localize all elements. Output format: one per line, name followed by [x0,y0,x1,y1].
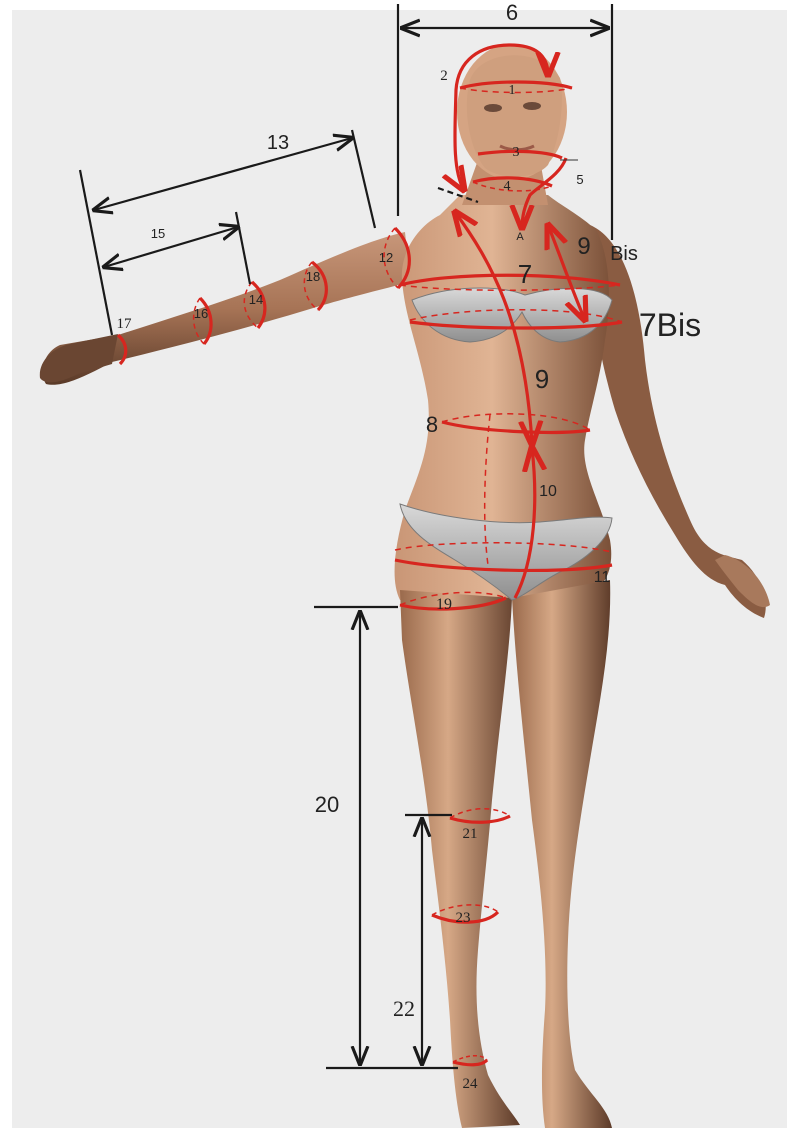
label-arm-length: 13 [267,132,289,154]
label-wrist: 17 [117,316,133,332]
label-bust-point-bis: Bis [610,243,638,265]
label-waist: 8 [426,412,438,437]
label-knee: 21 [463,826,478,842]
label-chin-point: 5 [576,172,583,187]
label-ankle: 24 [463,1076,479,1092]
label-rise: 10 [539,483,557,500]
label-head-circ: 1 [509,83,516,98]
label-lower-arm: 15 [151,226,165,241]
label-front-length: 9 [535,364,549,394]
label-chest: 7 [518,259,532,289]
label-elbow: 14 [249,292,263,307]
right-eye [523,102,541,110]
label-bust-point-length: 9 [577,233,590,260]
label-calf: 23 [456,910,471,926]
left-eye [484,104,502,112]
label-head-arc: 2 [440,68,448,84]
label-point-a: A [516,231,524,243]
label-thigh: 19 [436,596,452,613]
label-forearm: 16 [194,306,208,321]
label-hip: 11 [594,569,611,586]
label-knee-to-ankle: 22 [393,996,415,1021]
label-jaw: 3 [513,145,520,160]
label-chest-bis: 7Bis [639,307,701,343]
label-inseam: 20 [315,792,339,817]
label-bicep: 18 [306,269,320,284]
label-neck: 4 [504,179,511,194]
label-upper-arm: 12 [379,250,393,265]
label-head-width: 6 [506,0,518,25]
